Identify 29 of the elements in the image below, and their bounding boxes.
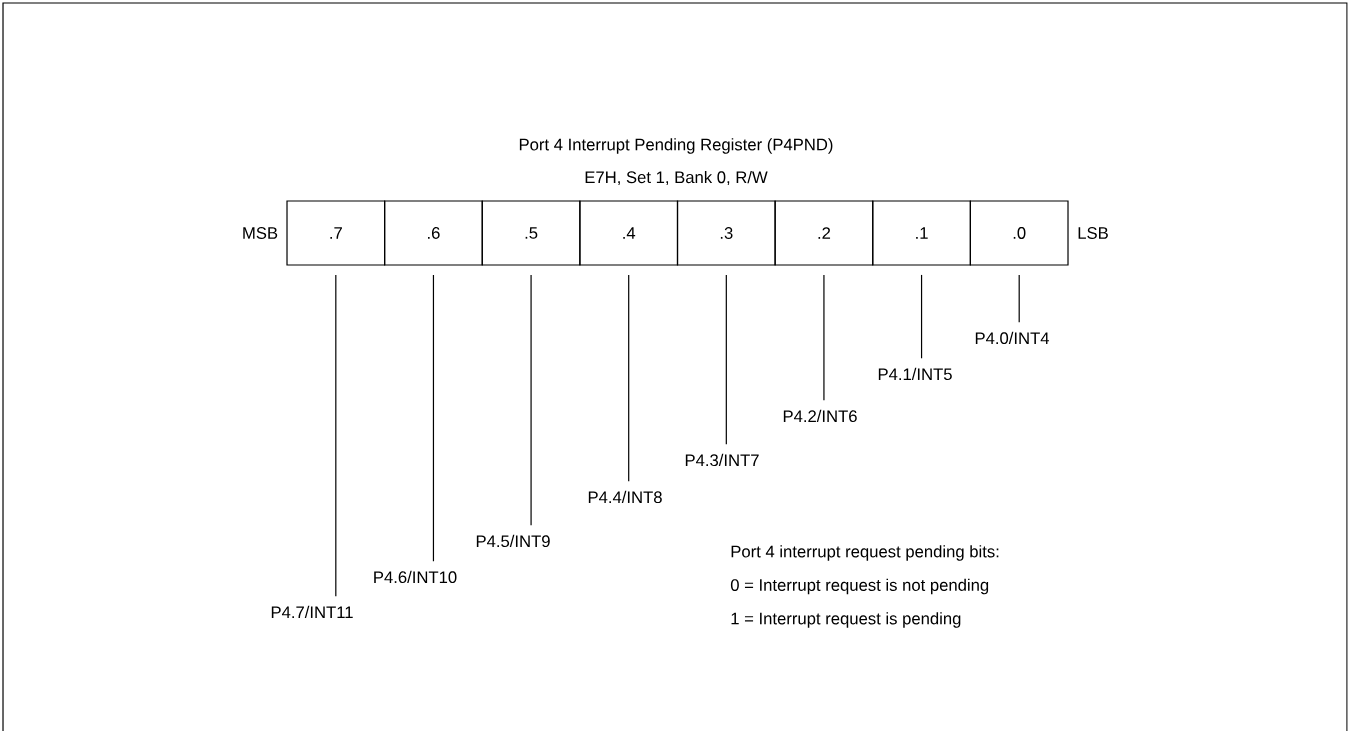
note-text: 0 = Interrupt request is not pending — [730, 578, 989, 595]
bit-label: P4.3/INT7 — [685, 453, 759, 467]
bit-label: P4.4/INT8 — [588, 490, 662, 504]
leader-line — [1018, 274, 1020, 323]
leader-line — [920, 274, 923, 359]
leader-line — [725, 274, 727, 445]
leader-line — [628, 274, 630, 482]
title: Port 4 Interrupt Pending Register (P4PND) — [519, 138, 833, 154]
note-text: 1 = Interrupt request is pending — [731, 612, 961, 628]
register-bit-cell: .3 — [676, 200, 776, 266]
register-bit-cell: .1 — [872, 200, 971, 266]
register-bit-cell: .7 — [286, 200, 386, 266]
leader-line — [432, 274, 435, 562]
register-bit-cell: .6 — [384, 200, 483, 266]
bit-label: P4.6/INT10 — [374, 570, 457, 584]
bit-label: P4.7/INT11 — [271, 605, 353, 619]
leader-line — [530, 274, 532, 526]
bit-label: P4.0/INT4 — [975, 331, 1050, 345]
bit-label: P4.2/INT6 — [783, 409, 857, 423]
register-address: E7H, Set 1, Bank 0, R/W — [585, 170, 768, 186]
note-text: Port 4 interrupt request pending bits: — [731, 545, 999, 561]
leader-line — [335, 274, 337, 597]
bit-label: P4.5/INT9 — [476, 534, 550, 548]
leader-line — [823, 274, 825, 401]
register-bit-cell: .0 — [969, 200, 1069, 266]
register-bit-cell: .2 — [774, 200, 874, 266]
bit-label: P4.1/INT5 — [878, 367, 952, 381]
register-bit-cell: .5 — [481, 200, 581, 266]
register-bit-cell: .4 — [579, 200, 679, 266]
